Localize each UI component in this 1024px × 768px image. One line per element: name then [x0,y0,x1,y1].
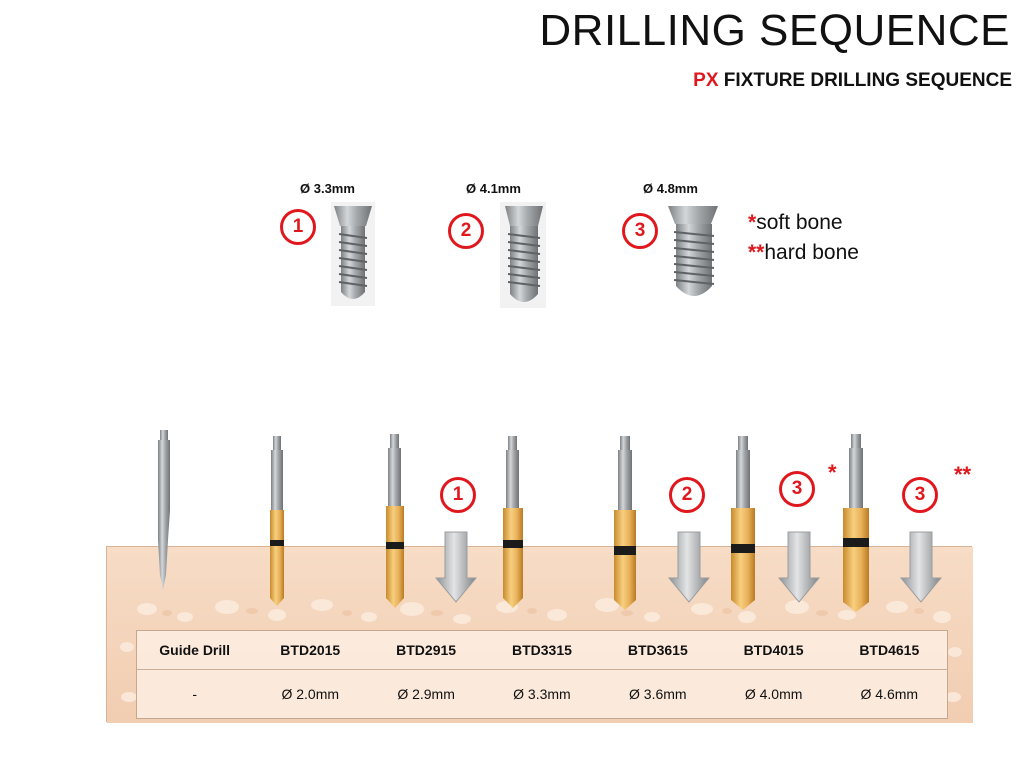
arrow-down-icon [899,531,943,603]
fixture-2-diameter: Ø 4.1mm [466,181,521,196]
drill-diameter-row: - Ø 2.0mm Ø 2.9mm Ø 3.3mm Ø 3.6mm Ø 4.0m… [137,670,948,719]
legend-soft-mark: * [748,211,757,234]
fixture-1-number: 1 [280,209,316,245]
drill-name: BTD4615 [831,630,948,670]
arrow-down-icon [434,531,478,603]
fixture-3-implant [668,206,718,296]
drill-diameter: - [192,686,197,702]
sequence-marker-3-soft: 3 [779,471,815,507]
drill-btd4615 [843,434,869,612]
legend-hard-bone: **hard bone [748,238,859,268]
legend-soft-text: soft bone [756,211,843,234]
drill-name: BTD2915 [368,630,485,670]
drill-name: BTD3615 [599,630,716,670]
fixture-1-implant [331,202,375,306]
drill-diameter: Ø 4.6mm [860,686,919,702]
fixture-3-diameter: Ø 4.8mm [643,181,698,196]
hard-bone-mark: ** [954,462,972,487]
drill-name: BTD4015 [715,630,832,670]
drill-btd3315 [503,436,523,608]
sequence-marker-3-hard: 3 [902,477,938,513]
legend-hard-text: hard bone [764,241,859,264]
drill-diameter: Ø 4.0mm [744,686,803,702]
drill-name: BTD2015 [252,630,369,670]
drill-name: BTD3315 [484,630,600,670]
drill-diameter: Ø 3.6mm [629,686,687,702]
drill-btd2915 [386,434,404,608]
fixture-2-number: 2 [448,213,484,249]
page-title: DRILLING SEQUENCE [539,6,1010,55]
arrow-down-icon [667,531,711,603]
drill-table: Guide Drill BTD2015 BTD2915 BTD3315 BTD3… [136,630,948,719]
sequence-marker-2: 2 [669,477,705,513]
drill-btd2015 [270,436,284,606]
fixture-2-implant [500,202,546,308]
subtitle-accent: PX [693,70,719,91]
drill-name: Guide Drill [136,630,253,670]
drill-btd3615 [614,436,636,610]
bone-legend: *soft bone **hard bone [748,208,859,268]
drill-diameter: Ø 2.9mm [397,686,455,702]
fixture-1-diameter: Ø 3.3mm [300,181,355,196]
subtitle-rest: FIXTURE DRILLING SEQUENCE [718,70,1012,91]
legend-hard-mark: ** [748,241,765,264]
page-subtitle: PX FIXTURE DRILLING SEQUENCE [693,70,1012,92]
drill-name-row: Guide Drill BTD2015 BTD2915 BTD3315 BTD3… [136,630,948,670]
sequence-marker-1: 1 [440,477,476,513]
drill-diameter: Ø 2.0mm [281,686,340,702]
guide-drill [158,430,170,590]
fixture-3-number: 3 [622,213,658,249]
drill-btd4015 [731,436,755,610]
legend-soft-bone: *soft bone [748,208,859,238]
arrow-down-icon [777,531,821,603]
drill-diameter: Ø 3.3mm [513,686,571,702]
soft-bone-mark: * [828,460,837,485]
